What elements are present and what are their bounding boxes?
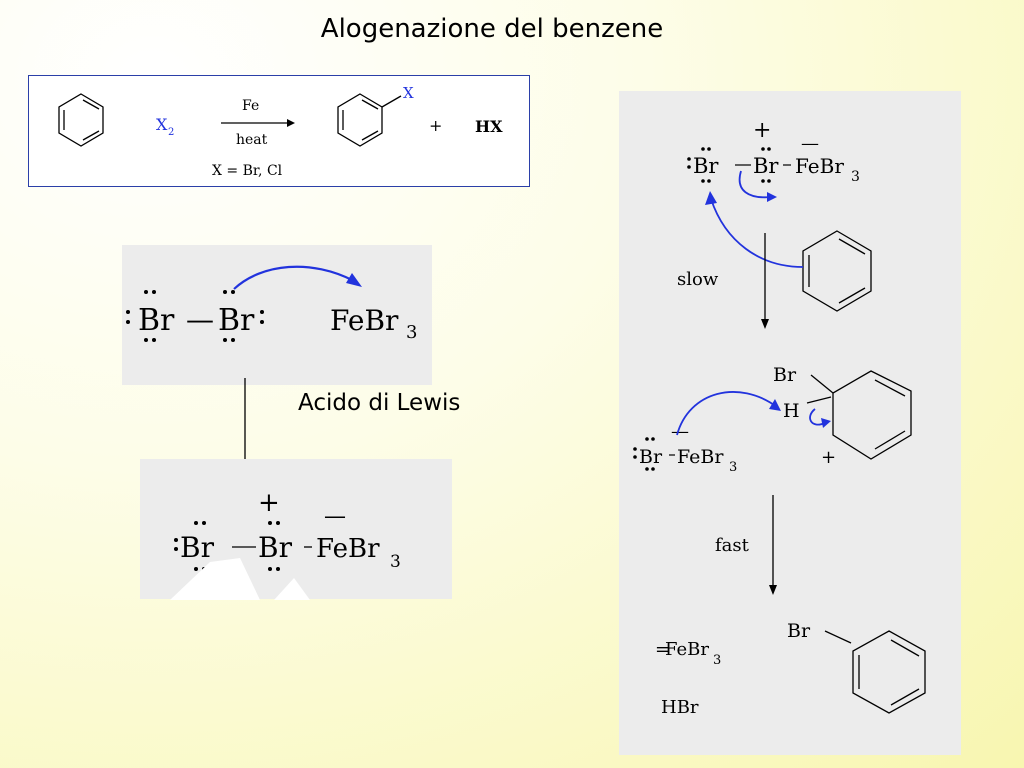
complex-br2: Br — [258, 531, 293, 564]
reagent-subscript: 2 — [168, 127, 174, 138]
reaction-equation-svg: X 2 Fe heat X = Br, Cl X + HX — [58, 84, 503, 179]
step1-bond-break-arrow-head — [767, 192, 777, 202]
product-substituent: X — [403, 84, 414, 102]
halogen-note: X = Br, Cl — [212, 163, 283, 179]
condition-label: heat — [236, 132, 268, 148]
arenium-ring — [806, 370, 912, 460]
intermediate-plus-charge: + — [821, 447, 836, 468]
benzene-reactant — [58, 93, 104, 147]
bromobenzene-ring — [824, 630, 926, 714]
complex-plus-charge: + — [258, 488, 280, 518]
febr3-subscript: 3 — [406, 322, 417, 343]
slow-step-arrow-head — [761, 319, 769, 329]
intermediate-h: H — [783, 400, 800, 422]
anion-br: Br — [639, 446, 663, 468]
lone-pairs-left — [126, 290, 264, 342]
fast-label: fast — [715, 535, 750, 556]
anion-febr: FeBr — [677, 446, 724, 468]
proton-abstraction-arrow — [676, 391, 778, 436]
slow-label: slow — [677, 269, 719, 290]
catalyst-label: Fe — [242, 98, 259, 114]
bromine-complex-panel: + — Br Br FeBr 3 — [140, 459, 452, 599]
br-right-atom: Br — [218, 303, 255, 338]
complex-formation-panel: Br — Br FeBr 3 — [122, 245, 432, 385]
product-febr-subscript: 3 — [713, 653, 721, 668]
intermediate-br: Br — [773, 364, 797, 386]
deprotonation-hook-arrow — [809, 408, 826, 426]
lewis-acid-label: Acido di Lewis — [298, 390, 461, 416]
reaction-equation-box: X 2 Fe heat X = Br, Cl X + HX — [28, 75, 530, 187]
product-febr-prefix: = — [655, 639, 670, 660]
complex-br1: Br — [180, 531, 215, 564]
complex-formation-svg: Br — Br FeBr 3 — [126, 265, 417, 343]
reaction-arrow-head — [287, 119, 295, 127]
fast-step-arrow-head — [769, 585, 777, 595]
br-left-atom: Br — [138, 303, 175, 338]
product-febr: FeBr — [665, 639, 709, 660]
slide-title: Alogenazione del benzene — [320, 14, 664, 44]
step1-plus-charge: + — [753, 118, 771, 143]
electron-pair-arrow — [233, 265, 355, 290]
febr3-label: FeBr — [330, 304, 399, 337]
step1-br2: Br — [753, 154, 779, 178]
bromine-complex-svg: + — Br Br FeBr 3 — [174, 488, 401, 572]
complex-febr: FeBr — [316, 534, 380, 564]
anion-minus-charge: — — [671, 421, 689, 442]
br-br-bond: — — [186, 303, 214, 336]
benzene-attack-arrow — [710, 198, 804, 268]
electron-pair-arrow-head — [346, 273, 362, 287]
step1-lone-pairs — [687, 147, 771, 183]
complex-febr-subscript: 3 — [390, 552, 401, 572]
byproduct-label: HX — [475, 117, 503, 136]
step1-febr-subscript: 3 — [851, 169, 860, 185]
benzene-attack-arrow-head — [705, 191, 717, 205]
proton-abstraction-arrow-head — [769, 399, 781, 411]
step1-minus-charge: — — [801, 133, 819, 154]
step1-br1: Br — [693, 154, 719, 178]
complex-minus-charge: — — [324, 504, 346, 529]
anion-febr-subscript: 3 — [729, 460, 737, 475]
bromobenzene-br: Br — [787, 620, 811, 642]
step1-bond-break-arrow — [738, 170, 772, 199]
anion-lone-pairs — [633, 437, 655, 471]
deprotonation-hook-arrow-head — [821, 418, 831, 428]
equation-plus: + — [429, 116, 442, 135]
reagent-x: X — [156, 115, 168, 134]
mechanism-panel: + — Br Br FeBr 3 slow Br — [619, 91, 961, 755]
product-hbr: HBr — [661, 697, 699, 718]
mechanism-svg: + — Br Br FeBr 3 slow Br — [633, 118, 926, 718]
benzene-nucleophile — [802, 230, 872, 312]
panel-notch-shape — [170, 558, 310, 600]
step1-febr: FeBr — [795, 154, 844, 178]
halobenzene-product — [337, 93, 402, 147]
